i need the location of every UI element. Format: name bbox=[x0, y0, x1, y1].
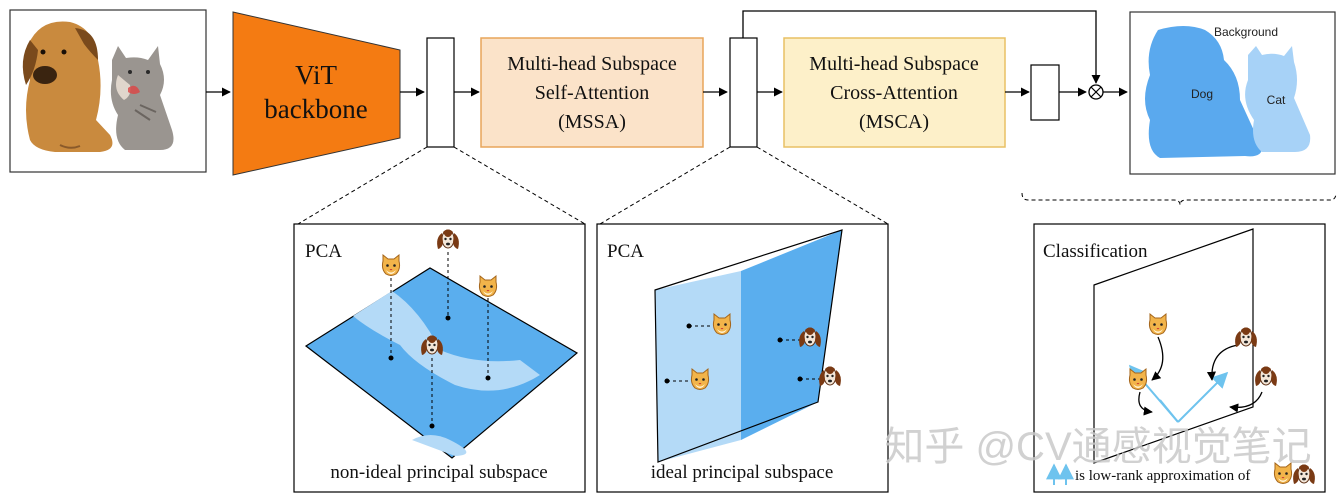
panel-nonideal-subspace: PCA non-ideal principal subspace bbox=[293, 223, 586, 493]
dashed-connector bbox=[599, 146, 731, 225]
blue-arrow bbox=[1177, 371, 1229, 423]
cat-label: Cat bbox=[1267, 93, 1286, 107]
dashed-brace bbox=[1021, 192, 1337, 206]
msca-line3: (MSCA) bbox=[859, 111, 929, 133]
photo-cat-icon bbox=[110, 46, 174, 150]
mssa-line3: (MSSA) bbox=[558, 111, 626, 133]
nonideal-plane-light-region bbox=[412, 435, 467, 456]
panel-left-caption: non-ideal principal subspace bbox=[330, 462, 547, 483]
panel-ideal-subspace: PCA ideal principal subspace bbox=[596, 223, 889, 493]
segmentation-output: Background Dog Cat bbox=[1129, 11, 1336, 175]
black-curved-arrow bbox=[1151, 336, 1164, 381]
ideal-plane-dark-half bbox=[741, 230, 842, 440]
projection-point bbox=[429, 423, 435, 429]
ideal-plane-outline bbox=[654, 229, 843, 463]
background-label: Background bbox=[1214, 25, 1278, 39]
projection-point bbox=[388, 355, 394, 361]
watermark: 知乎 @CV通感视觉笔记 bbox=[884, 425, 1311, 469]
black-curved-arrow bbox=[1138, 391, 1153, 416]
classification-plane bbox=[1093, 228, 1254, 464]
token-bar-2 bbox=[729, 37, 758, 148]
black-curved-arrow bbox=[1206, 344, 1239, 381]
projection-point bbox=[777, 337, 783, 343]
dashed-connector bbox=[453, 146, 586, 225]
ideal-plane-light-half bbox=[655, 271, 741, 462]
dashed-connector bbox=[297, 146, 428, 225]
projection-point bbox=[664, 378, 670, 384]
backbone-line2: backbone bbox=[264, 94, 367, 124]
photo-dog-icon bbox=[22, 21, 113, 152]
dog-mask bbox=[1145, 26, 1262, 158]
projection-point bbox=[686, 323, 692, 329]
vit-backbone-block bbox=[232, 11, 401, 176]
panel-classification: Classification is low-rank approximation… bbox=[1033, 223, 1326, 493]
dog-label: Dog bbox=[1191, 87, 1213, 101]
skip-connection-arrow bbox=[742, 10, 1101, 84]
panel-right-title: Classification bbox=[1043, 241, 1148, 262]
msca-line1: Multi-head Subspace bbox=[809, 53, 979, 75]
token-bar-3 bbox=[1030, 64, 1060, 121]
token-bar-1 bbox=[426, 37, 455, 148]
projection-point bbox=[485, 375, 491, 381]
dashed-connector bbox=[756, 146, 889, 225]
black-curved-arrow bbox=[1229, 391, 1263, 413]
panel-left-title: PCA bbox=[305, 241, 342, 262]
cat-mask bbox=[1245, 46, 1311, 152]
blue-arrow bbox=[1159, 399, 1179, 423]
mssa-line2: Self-Attention bbox=[535, 82, 649, 104]
nonideal-plane-light-region bbox=[353, 291, 540, 391]
input-photo bbox=[9, 9, 207, 173]
msca-block bbox=[783, 37, 1006, 148]
multiply-icon bbox=[1088, 84, 1104, 100]
msca-line2: Cross-Attention bbox=[830, 82, 958, 104]
panel-right-caption: is low-rank approximation of bbox=[1075, 468, 1250, 484]
projection-point bbox=[797, 376, 803, 382]
backbone-line1: ViT bbox=[295, 60, 337, 90]
panel-middle-title: PCA bbox=[607, 241, 644, 262]
mssa-line1: Multi-head Subspace bbox=[507, 53, 677, 75]
panel-middle-caption: ideal principal subspace bbox=[651, 462, 834, 483]
projection-point bbox=[445, 315, 451, 321]
